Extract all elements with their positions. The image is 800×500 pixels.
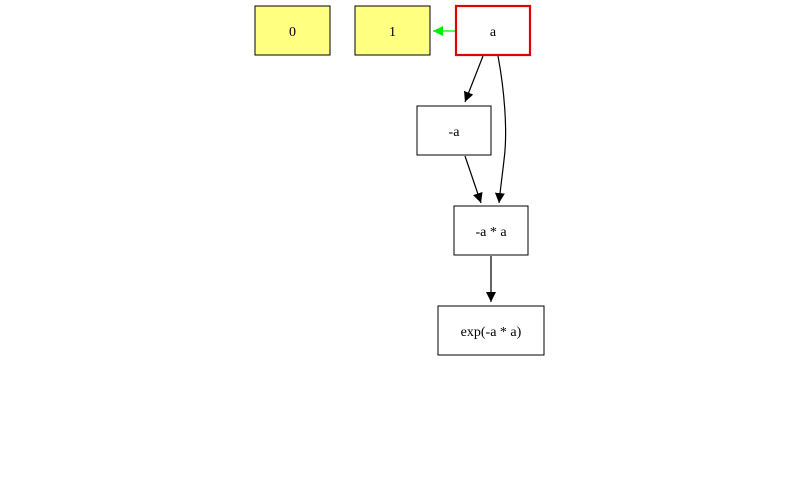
node-one-label: 1 <box>389 25 396 40</box>
edges <box>433 26 507 302</box>
node-exp-label: exp(-a * a) <box>461 325 522 340</box>
edge-a-to-neg-a <box>463 55 484 103</box>
node-neg-a-times-a: -a * a <box>453 205 529 256</box>
node-a: a <box>454 4 532 57</box>
node-exp: exp(-a * a) <box>437 305 545 356</box>
node-zero: 0 <box>254 5 331 56</box>
node-a-label: a <box>490 25 497 40</box>
edge-neg-a-to-neg-a-times-a <box>464 155 483 204</box>
node-zero-label: 0 <box>289 25 296 40</box>
node-one: 1 <box>354 5 431 56</box>
node-neg-a: -a <box>416 105 492 156</box>
node-neg-a-label: -a <box>449 125 461 140</box>
edge-a-to-neg-a-times-a <box>494 55 507 204</box>
node-neg-a-times-a-label: -a * a <box>475 225 507 240</box>
nodes: 0 1 a -a -a * a exp(-a * a) <box>254 4 545 356</box>
